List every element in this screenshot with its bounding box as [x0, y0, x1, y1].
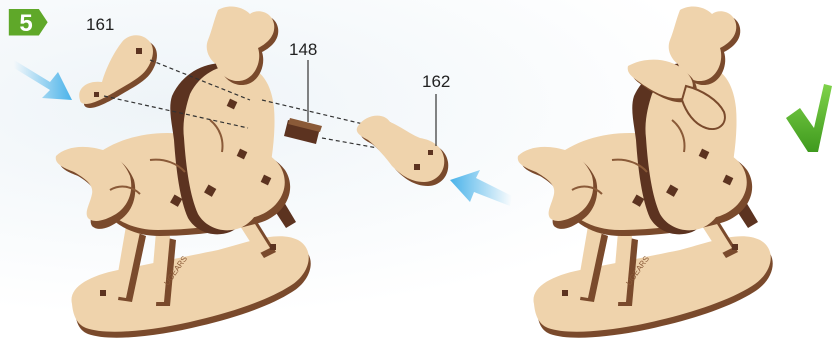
- part-148: [284, 60, 322, 144]
- assembly-in-progress: UGEARS: [56, 7, 311, 338]
- part-162: [357, 94, 449, 186]
- left-arrow-icon: [14, 60, 72, 100]
- check-icon: [786, 84, 832, 152]
- part-161: [79, 35, 157, 108]
- assembly-completed: UGEARS: [518, 7, 773, 338]
- right-arrow-icon: [450, 170, 512, 206]
